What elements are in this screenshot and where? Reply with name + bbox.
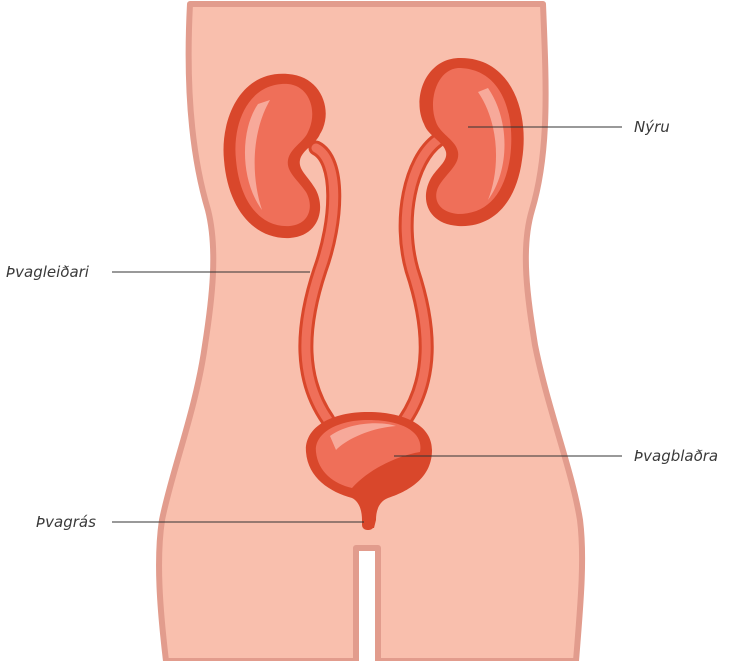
ureter-label: Þvagleiðari	[6, 263, 89, 281]
bladder-label: Þvagblaðra	[634, 447, 718, 465]
urethra-label: Þvagrás	[36, 513, 96, 531]
urethra	[362, 512, 374, 530]
kidney-label: Nýru	[634, 118, 670, 136]
torso-silhouette	[159, 4, 582, 661]
